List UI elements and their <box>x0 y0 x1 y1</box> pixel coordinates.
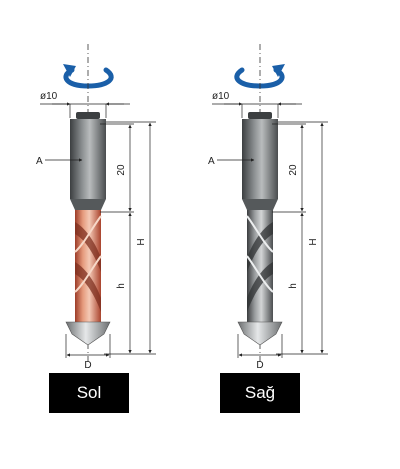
diameter-label: ø10 <box>212 91 230 102</box>
shank <box>70 112 106 210</box>
direction-label-left: Sol <box>49 373 129 413</box>
cutting-tip <box>237 321 283 346</box>
cut-diameter-label: D <box>84 360 91 371</box>
cutting-tip <box>65 321 111 346</box>
flute-body <box>246 210 274 322</box>
left-drill: ø10 A 20 h H D <box>36 44 156 371</box>
shank-length-label: 20 <box>288 164 299 176</box>
direction-label-right: Sağ <box>220 373 300 413</box>
shank-label: A <box>208 156 215 167</box>
flute-body <box>74 210 102 322</box>
total-length-label: H <box>308 238 319 245</box>
cut-diameter-label: D <box>256 360 263 371</box>
shank-length-label: 20 <box>116 164 127 176</box>
rotation-arrow-icon <box>234 64 285 89</box>
shank-label: A <box>36 156 43 167</box>
total-length-label: H <box>136 238 147 245</box>
rotation-arrow-icon <box>63 64 114 89</box>
shank <box>242 112 278 210</box>
flute-length-label: h <box>116 283 127 289</box>
flute-length-label: h <box>288 283 299 289</box>
diameter-label: ø10 <box>40 91 58 102</box>
right-drill: ø10 A 20 h H D <box>208 44 328 371</box>
